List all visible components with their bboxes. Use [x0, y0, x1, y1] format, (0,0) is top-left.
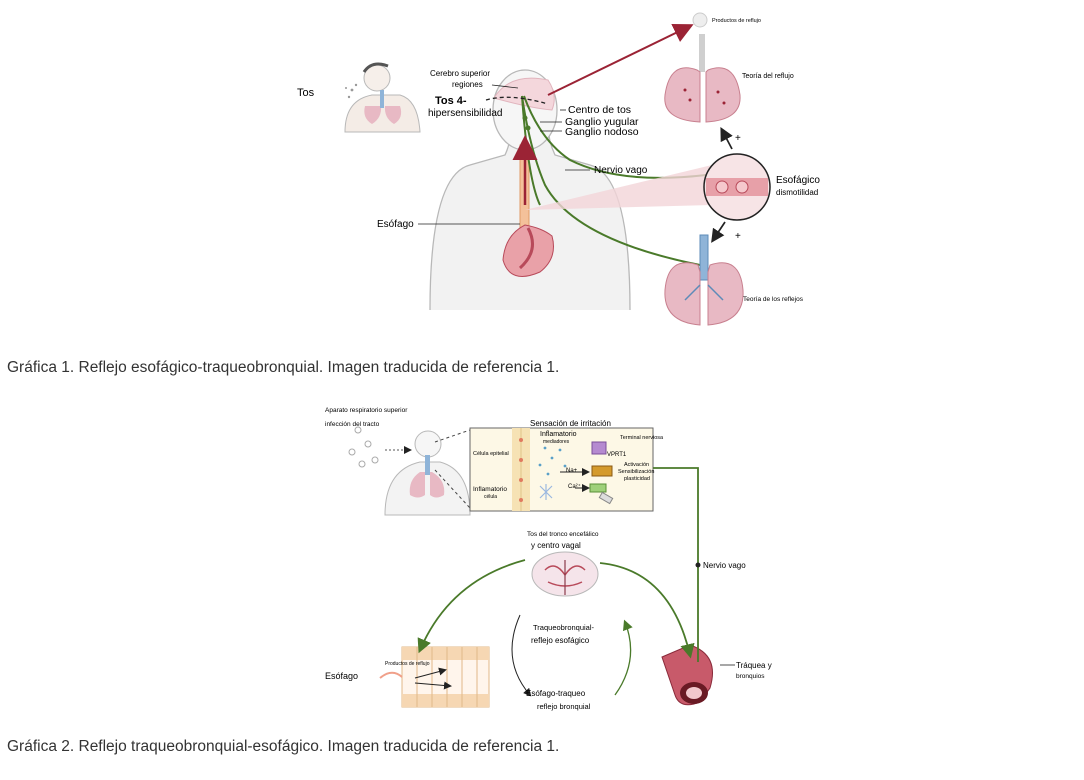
- label-tos4-1: Tos 4-: [435, 95, 467, 107]
- label-ganglio-yugular: Ganglio yugular: [565, 116, 639, 128]
- label-vprt1: VPRT1: [607, 452, 627, 458]
- label-esofagico-1: Esofágico: [776, 175, 820, 186]
- label-esofago-traqueo-2: reflejo bronquial: [537, 702, 591, 711]
- label-tos-tronco: Tos del tronco encefálico: [527, 531, 599, 538]
- label-inflamatorio-med-2: mediadores: [543, 439, 570, 445]
- reflux-lungs-illustration: [664, 12, 741, 123]
- figure-2-diagram: Aparato respiratorio superior infección …: [325, 407, 772, 711]
- magnification-cone: [525, 165, 712, 210]
- trachea-tube-illustration: [661, 644, 713, 706]
- label-productos-reflujo: Productos de reflujo: [712, 18, 761, 24]
- label-ca: Ca²⁺: [568, 483, 581, 490]
- figure-1-caption: Gráfica 1. Reflejo esofágico-traqueobron…: [7, 359, 560, 376]
- irritation-inset: [434, 427, 654, 512]
- label-inflamatorio-cel-2: célula: [484, 494, 497, 500]
- arrow-to-reflex-theory: [711, 221, 726, 243]
- label-sensacion: Sensación de irritación: [530, 419, 611, 428]
- esophagus-tube-illustration: [379, 646, 490, 708]
- label-traquea-2: bronquios: [736, 673, 765, 680]
- label-tos: Tos: [297, 87, 315, 99]
- esophageal-dysmotility-zoom: [703, 153, 771, 221]
- figure-1-diagram: + + Tos Cerebro superior regiones Tos 4-…: [297, 12, 820, 326]
- label-centro-vagal: y centro vagal: [531, 541, 581, 550]
- label-traqueo-2: reflejo esofágico: [531, 636, 590, 645]
- label-aparato-1: Aparato respiratorio superior: [325, 407, 408, 414]
- label-inflamatorio-med-1: Inflamatorio: [540, 431, 577, 438]
- brainstem-illustration: [531, 551, 599, 597]
- label-celula-epitelial: Célula epitelial: [473, 451, 509, 457]
- figure-1: + + Tos Cerebro superior regiones Tos 4-…: [0, 0, 1084, 345]
- label-aparato-2: infección del tracto: [325, 421, 380, 428]
- label-cerebro-1: Cerebro superior: [430, 69, 490, 78]
- respiratory-person-illustration: [348, 426, 471, 516]
- plus-sign-lower: +: [735, 231, 741, 242]
- label-activacion-2: Sensibilización: [618, 469, 654, 475]
- label-nervio-vago: Nervio vago: [594, 165, 648, 176]
- label-activacion-3: plasticidad: [624, 476, 650, 482]
- figure-2: Aparato respiratorio superior infección …: [0, 400, 1084, 720]
- label-tos4-2: hipersensibilidad: [428, 108, 503, 119]
- reflux-arrow: [547, 23, 694, 96]
- label-traqueo-1: Traqueobronquial-: [533, 623, 595, 632]
- label-na: Na+: [566, 468, 578, 474]
- label-cerebro-2: regiones: [452, 80, 483, 89]
- coughing-person-illustration: [344, 62, 421, 133]
- nerve-paths: [417, 467, 735, 697]
- label-productos-reflujo: Productos de reflujo: [385, 661, 430, 667]
- label-teoria-reflujo: Teoría del reflujo: [742, 73, 794, 80]
- label-traquea-1: Tráquea y: [736, 661, 772, 670]
- label-esofago: Esófago: [377, 219, 414, 230]
- label-esofago: Esófago: [325, 671, 358, 681]
- label-teoria-reflejos: Teoría de los reflejos: [743, 296, 804, 303]
- label-activacion-1: Activación: [624, 462, 649, 468]
- label-esofagico-2: dismotilidad: [776, 188, 818, 197]
- arrow-to-reflux-theory: [720, 126, 733, 150]
- reflex-lungs-illustration: [664, 234, 744, 326]
- label-inflamatorio-cel-1: Inflamatorio: [473, 486, 507, 493]
- label-esofago-traqueo-1: Esófago-traqueo: [526, 689, 586, 698]
- label-centro-tos: Centro de tos: [568, 104, 631, 116]
- label-ganglio-nodoso: Ganglio nodoso: [565, 126, 639, 138]
- plus-sign-upper: +: [735, 133, 741, 144]
- label-terminal: Terminal nerviosa: [620, 435, 664, 441]
- label-nervio-vago: Nervio vago: [703, 561, 746, 570]
- figure-2-caption: Gráfica 2. Reflejo traqueobronquial-esof…: [7, 738, 560, 755]
